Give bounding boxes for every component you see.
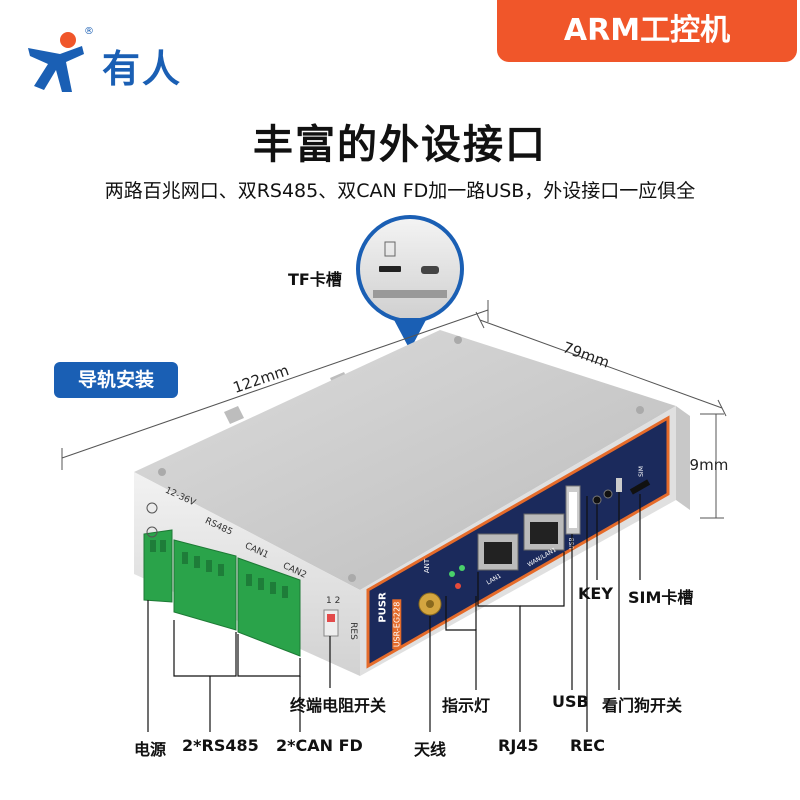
can-fd-label: 2*CAN FD — [276, 736, 363, 755]
termination-switch-label: 终端电阻开关 — [290, 696, 387, 715]
product-type-badge: ARM工控机 — [497, 0, 797, 62]
power-label: 电源 — [134, 740, 167, 759]
registered-mark: ® — [84, 26, 94, 37]
watchdog-switch-label: 看门狗开关 — [602, 696, 683, 715]
page-title: 丰富的外设接口 — [253, 122, 547, 168]
switch-number-text: 1 2 — [326, 596, 341, 606]
person-logo-icon — [28, 32, 84, 92]
rec-label: REC — [570, 736, 605, 755]
brand-name: 有人 — [102, 47, 183, 91]
tf-slot-label: TF卡槽 — [288, 270, 342, 289]
indicator-label: 指示灯 — [442, 696, 491, 715]
antenna-label: 天线 — [414, 740, 447, 759]
rs485-label: 2*RS485 — [182, 736, 259, 755]
usb-label: USB — [552, 692, 589, 711]
sim-slot-label: SIM卡槽 — [628, 588, 694, 607]
rj45-label: RJ45 — [498, 736, 539, 755]
brand-logo: 有人 ® — [22, 26, 222, 96]
tf-slot-zoom-bubble — [356, 215, 464, 350]
din-rail-badge: 导轨安装 — [54, 362, 178, 398]
page-subtitle: 两路百兆网口、双RS485、双CAN FD加一路USB，外设接口一应俱全 — [104, 180, 696, 202]
height-dimension: 29mm — [680, 456, 729, 474]
key-label: KEY — [578, 584, 613, 603]
